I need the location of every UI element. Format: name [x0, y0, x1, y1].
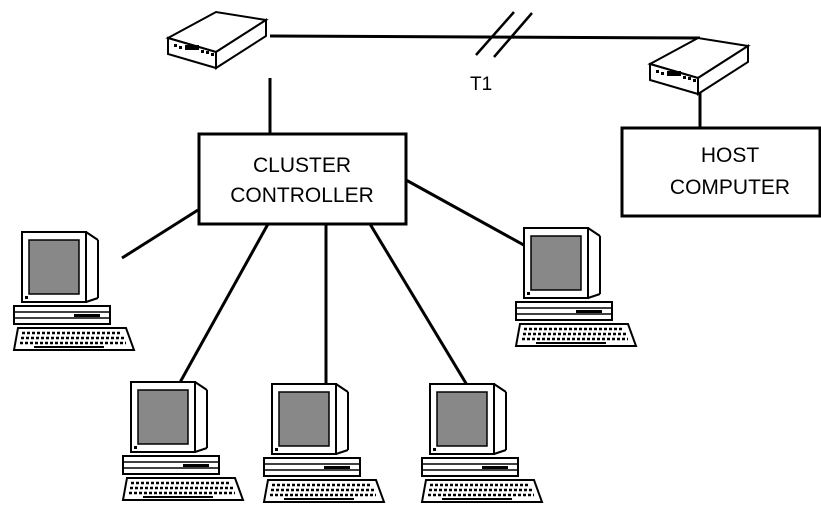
terminal-2	[121, 380, 245, 502]
connection-lines	[121, 11, 702, 391]
modem-device-left	[167, 11, 267, 69]
terminal-1	[12, 230, 136, 352]
controller-to-terminal-4-line	[368, 223, 472, 391]
modem-device-right	[649, 37, 749, 95]
cluster-controller-label-line2: CONTROLLER	[230, 184, 374, 207]
cluster-controller-box: CLUSTER CONTROLLER	[197, 132, 408, 226]
host-computer-label-line2: COMPUTER	[670, 176, 790, 199]
t1-break-mark-2	[493, 12, 533, 58]
controller-to-terminal-1-line	[121, 208, 199, 260]
controller-to-terminal-5-line	[405, 178, 541, 256]
terminal-4	[420, 382, 544, 504]
t1-break-mark-1	[475, 11, 515, 56]
host-computer-box: HOST COMPUTER	[620, 126, 821, 218]
t1-link-line	[269, 34, 701, 40]
host-computer-label-line1: HOST	[701, 144, 760, 167]
cluster-controller-label-line1: CLUSTER	[253, 154, 351, 177]
controller-to-terminal-2-line	[176, 223, 270, 387]
t1-label: T1	[470, 74, 492, 95]
terminal-3	[262, 382, 386, 504]
terminal-5	[514, 226, 638, 348]
